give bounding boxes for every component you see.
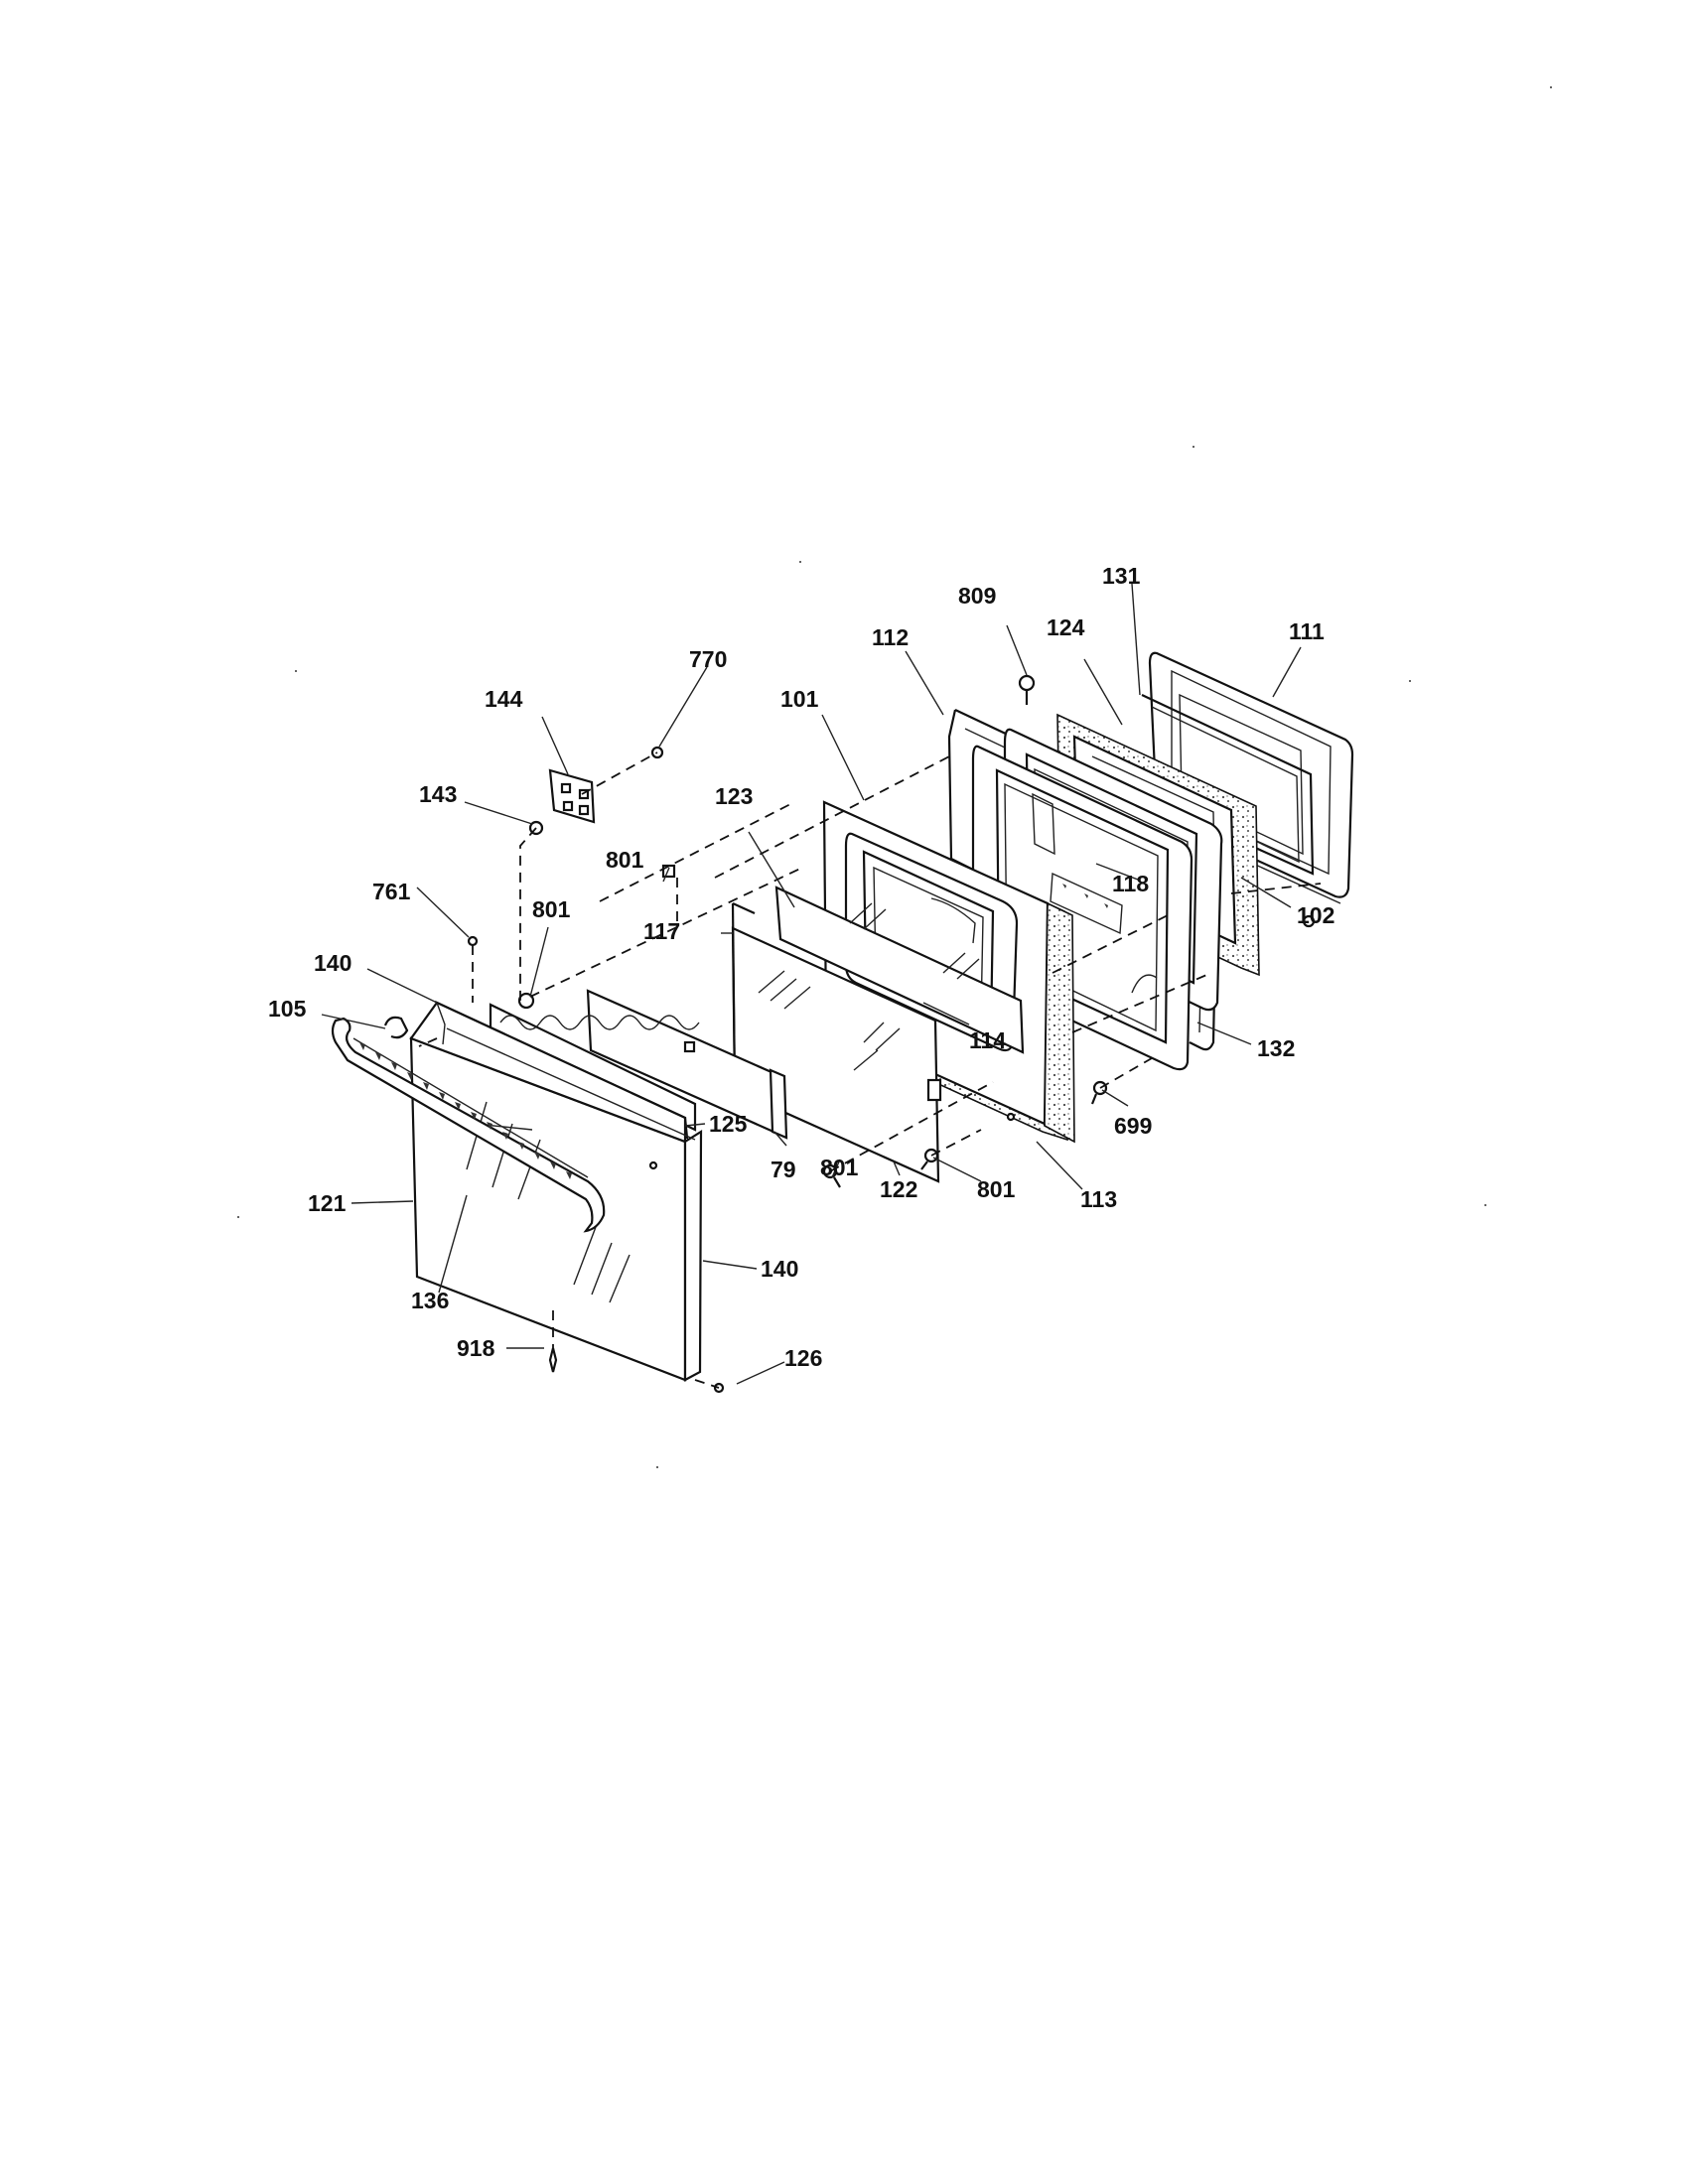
label-143: 143 (419, 781, 457, 807)
label-124: 124 (1047, 614, 1085, 640)
label-125: 125 (709, 1111, 748, 1137)
label-699: 699 (1114, 1113, 1152, 1139)
label-131: 131 (1102, 563, 1141, 589)
bracket-118 (1050, 872, 1123, 935)
label-102: 102 (1297, 902, 1334, 928)
label-113: 113 (1080, 1186, 1117, 1212)
assembly-lines (418, 751, 1322, 1389)
label-801c: 801 (820, 1155, 859, 1180)
label-136: 136 (411, 1288, 449, 1313)
label-101: 101 (780, 686, 819, 712)
label-114: 114 (969, 1027, 1006, 1053)
label-105: 105 (268, 996, 307, 1022)
label-112: 112 (872, 624, 909, 650)
label-770: 770 (689, 646, 727, 672)
door-handle-121 (331, 1017, 606, 1233)
label-123: 123 (715, 783, 753, 809)
label-121: 121 (308, 1190, 347, 1216)
label-111: 111 (1289, 618, 1325, 644)
label-140a: 140 (314, 950, 351, 976)
clip-105 (383, 1016, 409, 1039)
label-918: 918 (457, 1335, 495, 1361)
glass-123 (774, 886, 1025, 1054)
hinge-plate-144 (548, 768, 596, 824)
label-126: 126 (784, 1345, 822, 1371)
label-132: 132 (1257, 1035, 1295, 1061)
label-801b: 801 (532, 896, 571, 922)
label-809: 809 (958, 583, 996, 609)
label-801d: 801 (977, 1176, 1016, 1202)
scan-specks (237, 86, 1552, 1468)
label-117: 117 (643, 918, 680, 944)
leader-lines (321, 583, 1302, 1385)
trim-79 (586, 989, 788, 1140)
label-122: 122 (880, 1176, 917, 1202)
label-140b: 140 (761, 1256, 798, 1282)
label-79: 79 (771, 1157, 796, 1182)
label-801a: 801 (606, 847, 644, 873)
label-761: 761 (372, 879, 411, 904)
label-144: 144 (485, 686, 523, 712)
part-labels: 809 131 124 111 112 770 144 101 143 123 … (268, 563, 1334, 1371)
label-118: 118 (1112, 871, 1149, 896)
